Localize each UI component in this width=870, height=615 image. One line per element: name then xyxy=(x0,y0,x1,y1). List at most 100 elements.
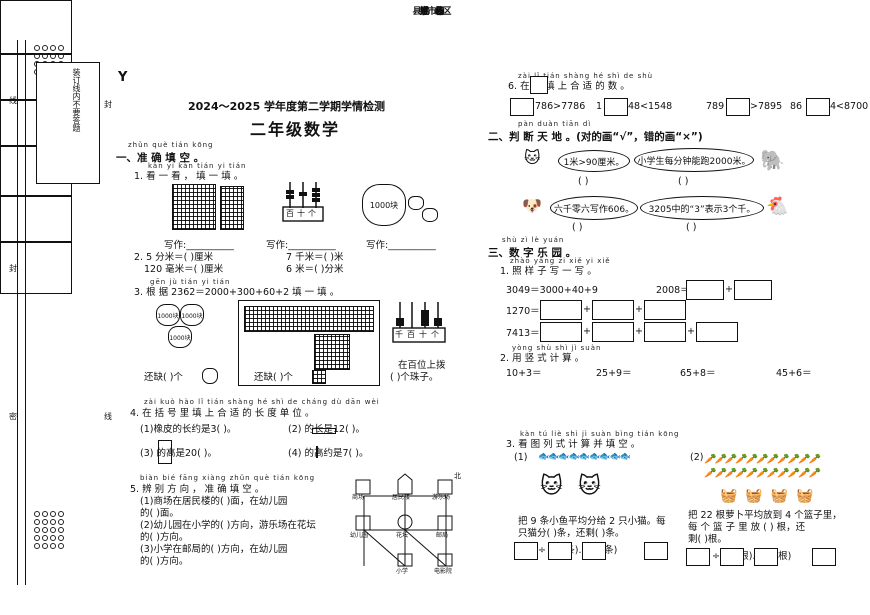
q3-beads-2: ( )个珠子。 xyxy=(390,372,439,383)
q5-pinyin: biàn bié fāng xiàng zhǔn què tián kōng xyxy=(140,474,316,482)
example-3-lhs: 1270＝ xyxy=(506,306,540,317)
field-exam-number[interactable]: 考号 xyxy=(0,7,444,294)
map-school: 小学 xyxy=(396,568,409,575)
ans-7413-b[interactable] xyxy=(592,322,634,342)
sticker-area xyxy=(36,62,100,184)
q1-pinyin: kàn yi kàn tián yi tián xyxy=(148,162,247,170)
p1-box-c[interactable] xyxy=(582,542,606,560)
abacus-col-thousands: 千 xyxy=(395,330,407,339)
q6-pinyin: zài lǐ tián shàng hé shì de shù xyxy=(518,72,654,80)
judge-3: 六千零六写作606。 xyxy=(550,196,638,220)
map-flowerbed: 花坛 xyxy=(396,532,409,539)
ans-1270-c[interactable] xyxy=(644,300,686,320)
sticker-note: 装订线内不要答题 xyxy=(72,68,81,132)
ans-7413-c[interactable] xyxy=(644,322,686,342)
q4-text: 4. 在 括 号 里 填 上 合 适 的 长 度 单 位 。 xyxy=(130,408,315,419)
p3-sub1: (1) xyxy=(514,452,528,463)
q6-item-3: 789 xyxy=(706,101,725,112)
p3-q3-text: 3. 看 图 列 式 计 算 并 填 空 。 xyxy=(506,439,641,450)
judge-1-paren: ( ) xyxy=(578,176,589,187)
plus-7413-c: + xyxy=(687,326,695,337)
judge-1: 1米>90厘米。 xyxy=(558,150,630,172)
q4-4: (4) 的高约是7( )。 xyxy=(288,448,369,459)
map-kindergarten: 幼儿园 xyxy=(350,532,369,539)
p2-box-b[interactable] xyxy=(720,548,744,566)
q5-2b: 的( )方向。 xyxy=(140,532,189,543)
ans-2008-b[interactable] xyxy=(734,280,772,300)
p2-box-c[interactable] xyxy=(754,548,778,566)
q6-answer-box-1[interactable] xyxy=(510,98,534,116)
ans-2008-a[interactable] xyxy=(686,280,724,300)
ans-1270-a[interactable] xyxy=(540,300,582,320)
example-4-lhs: 7413＝ xyxy=(506,328,540,339)
hundred-flats-icon xyxy=(220,186,244,230)
p1-box-b[interactable] xyxy=(548,542,572,560)
hundred-cube-icon-2 xyxy=(314,334,350,370)
pencil-icon xyxy=(312,428,336,434)
q3-text: 3. 根 据 2362＝2000+300+60+2 填 一 填 。 xyxy=(134,287,340,298)
field-exam-room[interactable]: 试场 xyxy=(0,7,444,242)
abacus-col-ones-2: 个 xyxy=(431,330,443,339)
judge-3-paren: ( ) xyxy=(572,222,583,233)
example-2-lhs: 2008＝ xyxy=(656,285,690,296)
q3-pinyin: gēn jù tián yi tián xyxy=(150,278,231,286)
kitten-icon-1: 🐱 xyxy=(540,474,563,499)
q2-d: 6 米＝( )分米 xyxy=(286,264,344,275)
elephant-icon: 🐘 xyxy=(760,148,785,172)
q4-pinyin: zài kuò hào lǐ tián shàng hé shì de chán… xyxy=(144,398,380,406)
p1-box-d[interactable] xyxy=(644,542,668,560)
write-label-2: 写作:__________ xyxy=(266,240,336,251)
p2-box-a[interactable] xyxy=(686,548,710,566)
calc-2: 25+9＝ xyxy=(596,368,632,379)
judge-2: 小学生每分钟能跑2000米。 xyxy=(634,148,754,172)
p1-text-1: 把 9 条小鱼平均分给 2 只小猫。每 xyxy=(518,516,666,527)
abacus-icon: 百十个 xyxy=(282,180,324,224)
q6-answer-box-4[interactable] xyxy=(806,98,830,116)
bag-1000-icon-1: 1000块 xyxy=(156,304,180,326)
q5-1a: (1)商场在居民楼的( )面，在幼儿园 xyxy=(140,496,288,507)
q4-3: (3) 的高是20( )。 xyxy=(140,448,217,459)
p1-box-a[interactable] xyxy=(514,542,538,560)
tens-rods-icon xyxy=(244,306,374,332)
q5-3b: 的( )方向。 xyxy=(140,556,189,567)
q6-title-box xyxy=(530,76,548,94)
q4-1: (1)橡皮的长约是3( )。 xyxy=(140,424,237,435)
p2-box-d[interactable] xyxy=(812,548,836,566)
flat-small-icon xyxy=(312,370,326,384)
judge-4-paren: ( ) xyxy=(686,222,697,233)
bag-1000-icon-3: 1000块 xyxy=(168,326,192,348)
ans-1270-b[interactable] xyxy=(592,300,634,320)
p2-text-1: 把 22 根萝卜平均放到 4 个篮子里， xyxy=(688,510,842,521)
p3-sub2: (2) xyxy=(690,452,704,463)
q6-answer-box-2[interactable] xyxy=(604,98,628,116)
fish-row-icon: 🐟🐟🐟🐟🐟🐟🐟🐟🐟 xyxy=(538,452,631,462)
carrot-row-icon: 🥕🥕🥕🥕🥕🥕🥕🥕🥕🥕🥕 xyxy=(704,454,821,465)
abacus-col-ones: 个 xyxy=(308,209,319,218)
exam-title: 2024～2025 学年度第二学期学情检测 xyxy=(188,100,386,113)
hen-icon: 🐔 xyxy=(766,196,789,217)
ans-7413-a[interactable] xyxy=(540,322,582,342)
p2-text-3: 剩( )根。 xyxy=(688,534,727,545)
p3-q3-pinyin: kàn tú liè shì jì suàn bìng tián kōng xyxy=(520,430,680,438)
judge-4: 3205中的“3”表示3个千。 xyxy=(640,196,764,220)
plus-1270-b: + xyxy=(635,304,643,315)
carrot-row-icon-2: 🥕🥕🥕🥕🥕🥕🥕🥕🥕🥕🥕 xyxy=(704,468,821,479)
q3-short-1: 还缺( )个 xyxy=(144,372,183,383)
abacus-col-hundreds: 百 xyxy=(286,209,297,218)
write-label-1: 写作:__________ xyxy=(164,240,234,251)
q6-item-4: >7895 xyxy=(750,101,783,112)
part1-title: 一、准 确 填 空 。 xyxy=(116,152,205,164)
abacus-col-hundreds-2: 百 xyxy=(407,330,419,339)
p3-q1-pinyin: zhào yàng zi xiě yi xiě xyxy=(510,257,611,265)
q6-answer-box-3[interactable] xyxy=(726,98,750,116)
abacus-col-tens: 十 xyxy=(297,209,308,218)
ans-7413-d[interactable] xyxy=(696,322,738,342)
p3-q2-pinyin: yòng shù shì jì suàn xyxy=(512,344,602,352)
binding-label-2: 封 xyxy=(9,264,17,273)
map-north: 北 xyxy=(454,472,461,480)
basket-row-icon: 🧺🧺🧺🧺 xyxy=(720,488,822,504)
map-residential: 居民楼 xyxy=(392,494,411,501)
abacus-4col-icon: 千百十个 xyxy=(392,300,446,344)
hundred-cube-icon xyxy=(172,184,216,230)
kitten-icon-2: 🐱 xyxy=(578,474,601,499)
